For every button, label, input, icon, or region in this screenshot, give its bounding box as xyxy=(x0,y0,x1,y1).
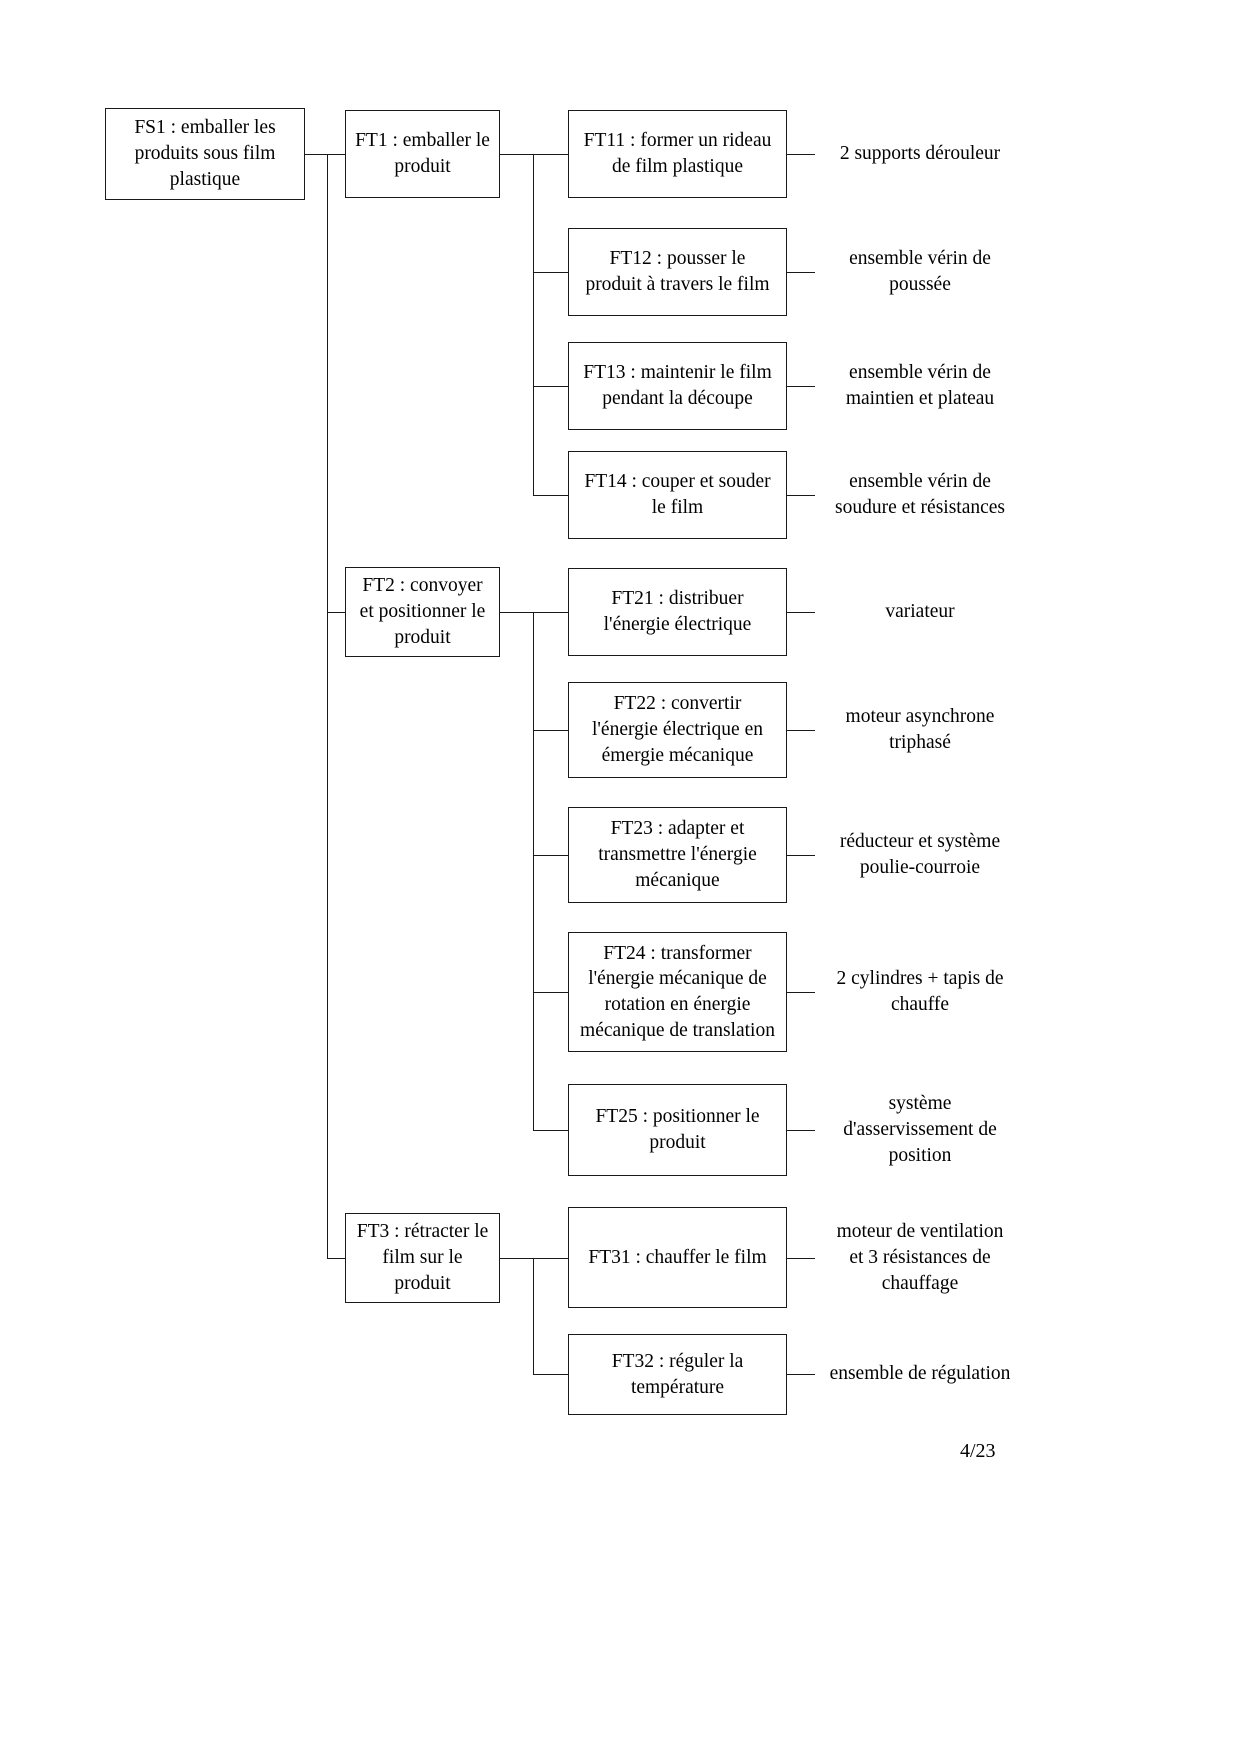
solution-label-ft31: moteur de ventilation et 3 résistances d… xyxy=(836,1220,1004,1295)
connector-bus-ft1 xyxy=(533,154,534,495)
solution-label-ft24: 2 cylindres + tapis de chauffe xyxy=(836,967,1004,1015)
connector-bus-to-ft25 xyxy=(533,1130,568,1131)
connector-ft25-to-solution xyxy=(787,1130,815,1131)
function-box-ft22: FT22 : convertir l'énergie électrique en… xyxy=(568,682,787,778)
function-box-ft11: FT11 : former un rideau de film plastiqu… xyxy=(568,110,787,198)
function-box-ft2: FT2 : convoyer et positionner le produit xyxy=(345,567,500,657)
connector-bus-to-ft22 xyxy=(533,730,568,731)
solution-label-ft23: réducteur et système poulie-courroie xyxy=(839,830,1001,878)
solution-label-ft12: ensemble vérin de poussée xyxy=(849,247,991,295)
connector-ft14-to-solution xyxy=(787,495,815,496)
connector-bus-to-ft32 xyxy=(533,1374,568,1375)
connector-bus-to-ft12 xyxy=(533,272,568,273)
solution-label-ft22: moteur asynchrone triphasé xyxy=(845,705,995,753)
solution-label-ft25: système d'asservissement de position xyxy=(843,1092,997,1167)
connector-bus-to-ft13 xyxy=(533,386,568,387)
function-box-ft14: FT14 : couper et souder le film xyxy=(568,451,787,539)
connector-ft23-to-solution xyxy=(787,855,815,856)
connector-ft24-to-solution xyxy=(787,992,815,993)
connector-bus-to-ft31 xyxy=(533,1258,568,1259)
solution-label-ft14: ensemble vérin de soudure et résistances xyxy=(834,470,1006,518)
connector-bus-to-ft24 xyxy=(533,992,568,993)
connector-ft12-to-solution xyxy=(787,272,815,273)
connector-ft1-stub xyxy=(500,154,533,155)
connector-bus-ft2 xyxy=(533,612,534,1130)
function-box-ft25: FT25 : positionner le produit xyxy=(568,1084,787,1176)
connector-ft22-to-solution xyxy=(787,730,815,731)
function-box-ft23: FT23 : adapter et transmettre l'énergie … xyxy=(568,807,787,903)
solution-label-ft11: 2 supports dérouleur xyxy=(839,142,1001,164)
solution-label-ft21: variateur xyxy=(885,600,955,622)
connector-ft2-stub xyxy=(500,612,533,613)
connector-bus-ft3 xyxy=(533,1258,534,1374)
connector-ft3-stub xyxy=(500,1258,533,1259)
connector-ft32-to-solution xyxy=(787,1374,815,1375)
connector-bus-level1 xyxy=(327,154,328,1258)
function-box-ft13: FT13 : maintenir le film pendant la déco… xyxy=(568,342,787,430)
function-box-ft21: FT21 : distribuer l'énergie électrique xyxy=(568,568,787,656)
connector-ft21-to-solution xyxy=(787,612,815,613)
function-box-ft31: FT31 : chauffer le film xyxy=(568,1207,787,1308)
connector-bus-to-ft14 xyxy=(533,495,568,496)
connector-bus-to-ft1 xyxy=(327,154,345,155)
function-box-ft1: FT1 : emballer le produit xyxy=(345,110,500,198)
function-box-ft3: FT3 : rétracter le film sur le produit xyxy=(345,1213,500,1303)
function-box-ft24: FT24 : transformer l'énergie mécanique d… xyxy=(568,932,787,1052)
solution-label-ft32: ensemble de régulation xyxy=(829,1362,1011,1384)
page-number: 4/23 xyxy=(960,1440,996,1462)
function-box-ft32: FT32 : réguler la température xyxy=(568,1334,787,1415)
connector-bus-to-ft23 xyxy=(533,855,568,856)
connector-ft31-to-solution xyxy=(787,1258,815,1259)
connector-bus-to-ft2 xyxy=(327,612,345,613)
connector-bus-to-ft21 xyxy=(533,612,568,613)
connector-fs1-stub xyxy=(305,154,327,155)
connector-bus-to-ft11 xyxy=(533,154,568,155)
function-box-fs1: FS1 : emballer les produits sous film pl… xyxy=(105,108,305,200)
connector-bus-to-ft3 xyxy=(327,1258,345,1259)
connector-ft13-to-solution xyxy=(787,386,815,387)
solution-label-ft13: ensemble vérin de maintien et plateau xyxy=(845,361,995,409)
connector-ft11-to-solution xyxy=(787,154,815,155)
function-box-ft12: FT12 : pousser le produit à travers le f… xyxy=(568,228,787,316)
